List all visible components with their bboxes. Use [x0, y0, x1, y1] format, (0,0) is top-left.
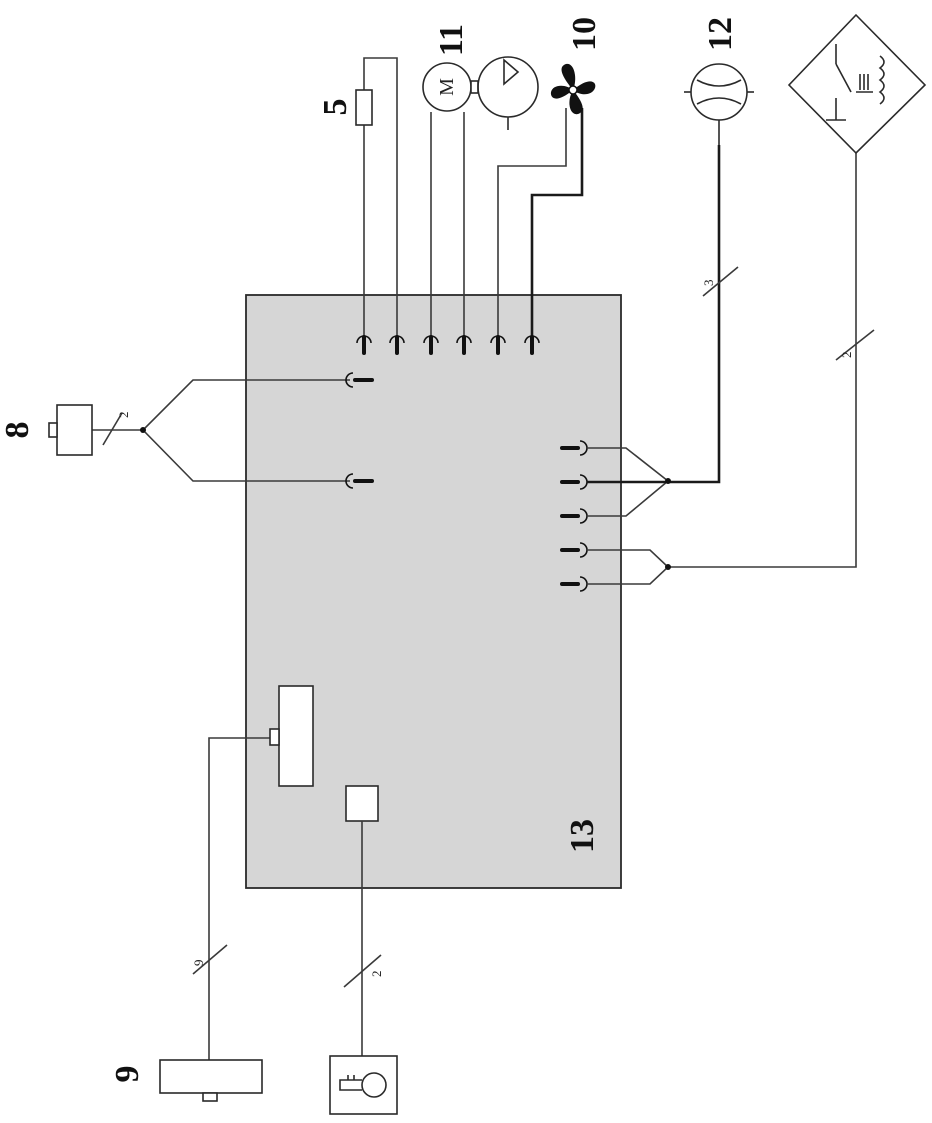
fan-blade: [573, 81, 596, 95]
board-module-tab: [269, 728, 280, 746]
wire-count-9: 9: [191, 960, 206, 967]
key-icon-ring: [361, 1072, 387, 1098]
top-connector-row: [356, 335, 540, 355]
wire-count-slash: [702, 266, 739, 297]
wire-count-slash: [343, 954, 382, 988]
gauge-circle: [690, 63, 748, 121]
socket: [345, 473, 354, 489]
sensor-8-tab: [48, 422, 58, 438]
board-module: [278, 685, 314, 787]
key-icon-shaft: [339, 1079, 362, 1091]
label-12: 12: [702, 17, 739, 51]
switch-lever: [835, 63, 852, 93]
wire-count-12: 3: [701, 280, 716, 287]
key-switch: [329, 1055, 398, 1115]
hood-switch: [787, 13, 927, 155]
board-small-module: [345, 785, 379, 822]
label-8: 8: [0, 422, 36, 439]
pump-circle: [477, 56, 539, 118]
display-9-body: [159, 1059, 263, 1094]
key-icon-teeth: [347, 1075, 355, 1080]
motor-pump-11: M: [422, 56, 539, 130]
gauge-12: [684, 63, 754, 145]
left-connector-pair: [345, 372, 374, 489]
junction-dot: [665, 564, 671, 570]
label-9: 9: [109, 1066, 146, 1083]
motor-symbol: M: [436, 78, 458, 96]
fan-hub: [568, 85, 578, 95]
fan-10: [550, 63, 596, 115]
label-13: 13: [564, 819, 601, 853]
hood-switch-diamond: [787, 13, 927, 155]
wire-group-b-main: [668, 152, 857, 568]
label-5: 5: [317, 99, 354, 116]
label-11: 11: [433, 24, 470, 56]
motor-coupling: [470, 80, 479, 94]
wire-fan-10b: [530, 108, 584, 340]
heater-symbol: [856, 74, 873, 93]
fuse-5: [355, 89, 373, 126]
wire-count-slash: [835, 329, 875, 361]
fan-blade: [550, 85, 573, 99]
wire-fan-10a: [497, 108, 567, 340]
fan-blade: [569, 90, 583, 115]
display-9-tab: [202, 1092, 218, 1102]
wire-count-hood: 2: [839, 352, 854, 359]
sensor-8-body: [56, 404, 93, 456]
wire-display-9: [208, 737, 276, 1062]
wire-count-8: 2: [116, 412, 131, 419]
label-10: 10: [566, 17, 603, 51]
wire-count-key: 2: [369, 971, 384, 978]
gauge-arc: [696, 97, 742, 105]
heater-coil: [878, 55, 885, 105]
gauge-arc: [696, 79, 742, 87]
junction-dot: [140, 427, 146, 433]
pump-triangle: [503, 58, 520, 86]
wire-group-a-main: [587, 145, 721, 484]
wire-count-slash: [192, 944, 228, 975]
socket: [345, 372, 354, 388]
controller-board-13: [245, 294, 622, 889]
fan-blade: [561, 63, 576, 90]
wire-count-slash: [102, 412, 123, 446]
wire-fuse-5: [363, 57, 398, 340]
junction-dot: [665, 478, 671, 484]
